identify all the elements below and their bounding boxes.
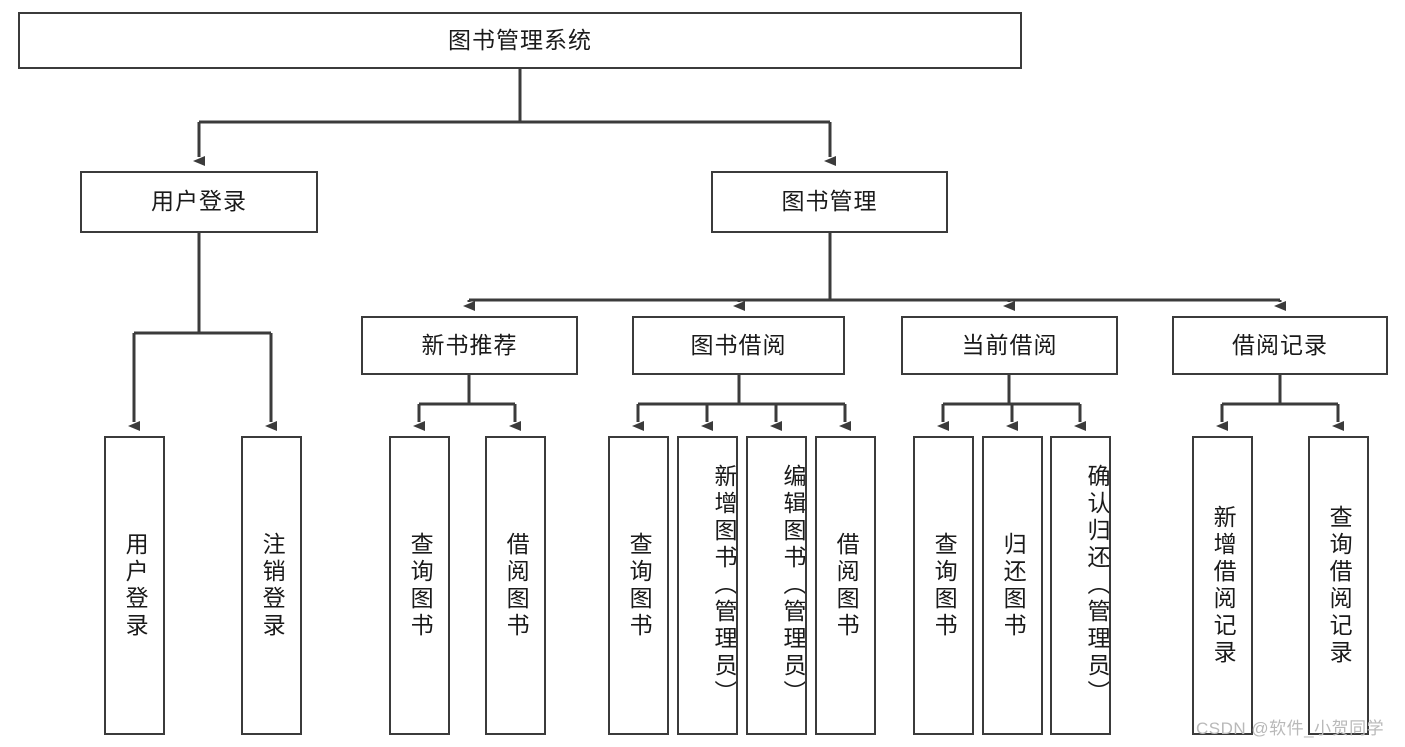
node-leaf-query-books-recommend-label: 查询图书 bbox=[407, 531, 434, 640]
node-leaf-borrow-books[interactable]: 借阅图书 bbox=[815, 436, 876, 735]
node-leaf-user-login-label: 用户登录 bbox=[122, 531, 149, 640]
node-book-management-label: 图书管理 bbox=[781, 188, 878, 215]
node-leaf-return-books-label: 归还图书 bbox=[1000, 531, 1027, 640]
node-borrow-records[interactable]: 借阅记录 bbox=[1172, 316, 1388, 375]
node-user-login-label: 用户登录 bbox=[151, 188, 247, 215]
node-book-management[interactable]: 图书管理 bbox=[711, 171, 948, 233]
node-user-login[interactable]: 用户登录 bbox=[80, 171, 318, 233]
node-leaf-query-borrow-record[interactable]: 查询借阅记录 bbox=[1308, 436, 1369, 735]
node-leaf-query-books-current[interactable]: 查询图书 bbox=[913, 436, 974, 735]
node-leaf-borrow-books-label: 借阅图书 bbox=[833, 531, 860, 640]
node-current-borrow-label: 当前借阅 bbox=[961, 331, 1058, 358]
node-leaf-add-book-admin-label: 新增图书（管理员） bbox=[711, 464, 737, 707]
node-leaf-query-books-recommend[interactable]: 查询图书 bbox=[389, 436, 450, 735]
node-leaf-borrow-books-recommend[interactable]: 借阅图书 bbox=[485, 436, 546, 735]
node-leaf-edit-book-admin[interactable]: 编辑图书（管理员） bbox=[746, 436, 807, 735]
node-book-borrow-label: 图书借阅 bbox=[690, 331, 787, 358]
node-leaf-add-borrow-record-label: 新增借阅记录 bbox=[1210, 504, 1237, 667]
node-leaf-user-login[interactable]: 用户登录 bbox=[104, 436, 165, 735]
node-leaf-logout[interactable]: 注销登录 bbox=[241, 436, 302, 735]
node-root[interactable]: 图书管理系统 bbox=[18, 12, 1022, 69]
node-leaf-confirm-return-admin-label: 确认归还（管理员） bbox=[1084, 464, 1110, 707]
node-borrow-records-label: 借阅记录 bbox=[1232, 331, 1328, 358]
node-leaf-edit-book-admin-label: 编辑图书（管理员） bbox=[780, 464, 806, 707]
node-book-borrow[interactable]: 图书借阅 bbox=[632, 316, 845, 375]
node-leaf-query-books-current-label: 查询图书 bbox=[931, 531, 958, 640]
node-leaf-query-books-borrow[interactable]: 查询图书 bbox=[608, 436, 669, 735]
csdn-watermark: CSDN @软件_小贺同学 bbox=[1196, 719, 1385, 738]
node-root-label: 图书管理系统 bbox=[448, 26, 592, 53]
node-leaf-logout-label: 注销登录 bbox=[259, 531, 286, 640]
node-leaf-add-book-admin[interactable]: 新增图书（管理员） bbox=[677, 436, 738, 735]
node-new-book-recommend[interactable]: 新书推荐 bbox=[361, 316, 578, 375]
node-new-book-recommend-label: 新书推荐 bbox=[421, 331, 518, 358]
node-leaf-query-borrow-record-label: 查询借阅记录 bbox=[1326, 504, 1353, 667]
node-leaf-add-borrow-record[interactable]: 新增借阅记录 bbox=[1192, 436, 1253, 735]
node-leaf-borrow-books-recommend-label: 借阅图书 bbox=[503, 531, 530, 640]
node-leaf-return-books[interactable]: 归还图书 bbox=[982, 436, 1043, 735]
node-leaf-confirm-return-admin[interactable]: 确认归还（管理员） bbox=[1050, 436, 1111, 735]
node-current-borrow[interactable]: 当前借阅 bbox=[901, 316, 1118, 375]
node-leaf-query-books-borrow-label: 查询图书 bbox=[626, 531, 653, 640]
